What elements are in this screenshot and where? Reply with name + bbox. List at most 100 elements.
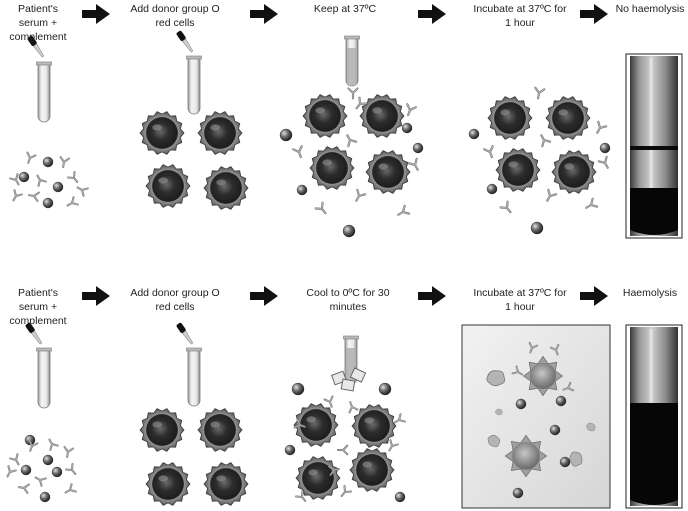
dropper-icon — [27, 35, 45, 58]
antibody-icon — [340, 484, 353, 497]
antibody-icon — [64, 483, 77, 494]
antibody-icon — [483, 145, 494, 159]
complement-sphere — [42, 156, 54, 168]
cell-fragment — [495, 408, 503, 416]
complement-sphere — [51, 466, 63, 478]
step-label-add-donor-cells: Add donor group O red cells — [110, 2, 240, 30]
red-cell — [351, 404, 397, 448]
antibody-icon — [511, 365, 524, 376]
arrow-icon — [250, 286, 278, 306]
arrow-icon — [580, 4, 608, 24]
step-label-incubate-37: Incubate at 37ºC for 1 hour — [455, 2, 585, 30]
red-cell — [495, 148, 541, 192]
label-line: No haemolysis — [615, 3, 685, 15]
antibody-icon — [63, 446, 74, 459]
red-cell — [293, 403, 339, 447]
antibody-icon — [597, 155, 609, 169]
complement-sphere — [42, 454, 54, 466]
dropper-icon — [25, 322, 43, 345]
antibody-icon — [355, 188, 367, 202]
arrow-icon — [418, 286, 446, 306]
label-line: Add donor group O — [130, 287, 220, 299]
antibody-icon — [499, 200, 512, 214]
label-line: Add donor group O — [130, 3, 220, 15]
test-tube-icon — [186, 55, 202, 115]
antibody-icon — [393, 413, 406, 424]
result-label-no-haemolysis: No haemolysis — [612, 2, 688, 16]
complement-sphere — [394, 491, 406, 503]
antibody-icon — [355, 96, 368, 110]
arrow-icon — [580, 286, 608, 306]
cell-fragment — [486, 370, 506, 387]
test-tube-icon — [186, 347, 202, 407]
cell-fragment — [569, 451, 583, 467]
antibody-icon — [546, 188, 558, 202]
label-line: Incubate at 37ºC for — [473, 3, 567, 15]
cell-fragment — [487, 435, 501, 448]
complement-sphere — [52, 181, 64, 193]
antibody-icon — [562, 381, 575, 392]
complement-sphere — [549, 424, 561, 436]
label-line: complement — [9, 315, 67, 327]
complement-sphere — [296, 184, 308, 196]
red-cell — [551, 150, 597, 194]
step-label-cool-0: Cool to 0ºC for 30 minutes — [288, 286, 408, 314]
antibody-icon — [64, 462, 77, 475]
complement-sphere — [486, 183, 498, 195]
antibody-icon — [323, 395, 334, 408]
ice-cube-icon — [340, 378, 356, 392]
dropper-icon — [176, 322, 194, 345]
red-cell — [203, 166, 249, 210]
step-label-incubate-37: Incubate at 37ºC for 1 hour — [455, 286, 585, 314]
lysed-cell — [504, 434, 548, 478]
complement-sphere — [412, 142, 424, 154]
antibody-icon — [407, 157, 419, 171]
label-line: serum + — [18, 301, 58, 313]
antibody-icon — [27, 191, 40, 202]
result-label-haemolysis: Haemolysis — [612, 286, 688, 300]
antibody-icon — [397, 204, 411, 216]
antibody-icon — [388, 439, 399, 452]
complement-sphere — [20, 464, 32, 476]
label-line: Patient's — [18, 287, 58, 299]
label-line: Patient's — [18, 3, 58, 15]
antibody-icon — [292, 145, 303, 159]
label-line: serum + — [18, 17, 58, 29]
label-line: Cool to 0ºC for 30 — [306, 287, 390, 299]
antibody-icon — [34, 476, 47, 487]
label-line: complement — [9, 31, 67, 43]
antibody-icon — [348, 401, 359, 414]
antibody-icon — [66, 170, 79, 183]
antibody-icon — [17, 483, 30, 494]
red-cell — [302, 94, 348, 138]
label-line: Keep at 37ºC — [313, 3, 377, 15]
antibody-icon — [534, 86, 546, 100]
complement-sphere — [515, 398, 527, 410]
label-line: 1 hour — [505, 301, 535, 313]
antibody-icon — [59, 156, 70, 169]
antibody-icon — [347, 87, 359, 100]
label-line: red cells — [155, 17, 195, 29]
complement-sphere — [279, 128, 293, 142]
red-cell — [197, 111, 243, 155]
red-cell — [487, 96, 533, 140]
complement-sphere — [468, 128, 480, 140]
step-label-serum-complement: Patient's serum + complement — [0, 2, 76, 44]
label-line: minutes — [329, 301, 367, 313]
arrow-icon — [418, 4, 446, 24]
cell-fragment — [586, 422, 596, 432]
red-cell — [145, 164, 191, 208]
antibody-icon — [66, 196, 79, 207]
step-label-serum-complement: Patient's serum + complement — [0, 286, 76, 328]
complement-sphere — [555, 395, 567, 407]
antibody-icon — [294, 489, 307, 502]
label-line: Incubate at 37ºC for — [473, 287, 567, 299]
antibody-icon — [76, 186, 89, 197]
antibody-icon — [293, 418, 306, 429]
complement-sphere — [599, 142, 611, 154]
antibody-icon — [596, 120, 608, 134]
antibody-icon — [48, 438, 59, 451]
red-cell — [139, 111, 185, 155]
complement-sphere — [342, 224, 356, 238]
